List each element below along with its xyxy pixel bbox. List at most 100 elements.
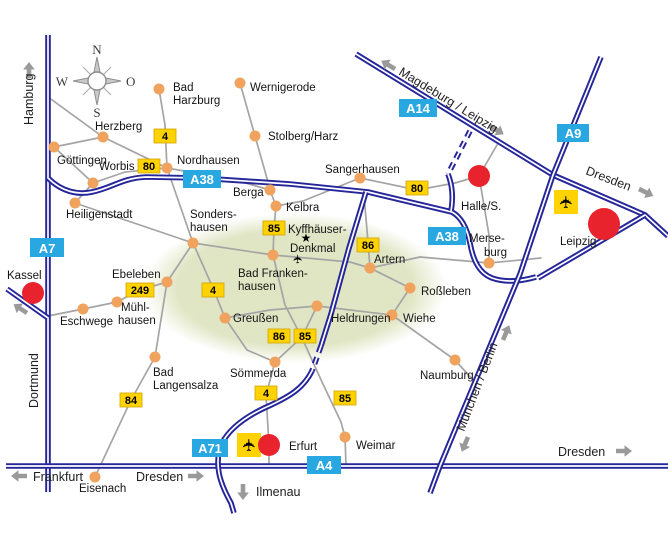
label-kyffhaeuser-1: Kyffhäuser- <box>288 224 347 236</box>
svg-text:85: 85 <box>339 393 351 405</box>
airport-erfurt: ✈ <box>237 433 261 457</box>
label-weimar: Weimar <box>356 440 396 452</box>
label-ebeleben: Ebeleben <box>112 269 161 281</box>
town-dot-eisenach <box>89 471 101 483</box>
town-dot-worbis <box>87 177 99 189</box>
badge-b86-center: 86 <box>267 328 291 344</box>
svg-text:86: 86 <box>362 240 374 252</box>
label-kyffhaeuser-2: Denkmal <box>290 243 335 255</box>
town-dot-greussen <box>219 312 231 324</box>
airport-leipzig: ✈ <box>554 190 578 214</box>
label-sondershausen-1: Sonders- <box>190 209 237 221</box>
road-badges: 4 80 80 85 86 4 249 86 <box>119 128 429 408</box>
motorway-badges: A7 A38 A38 A14 A9 A71 A4 <box>30 99 589 474</box>
label-merseburg-2: burg <box>484 247 507 259</box>
motorway-a71-north-centerline <box>320 191 367 347</box>
city-marker-leipzig <box>588 208 620 240</box>
town-dot-wernigerode <box>234 77 246 89</box>
label-sangerhausen: Sangerhausen <box>325 164 400 176</box>
svg-text:80: 80 <box>411 183 423 195</box>
town-dot-weimar <box>339 431 351 443</box>
direction-ilmenau: Ilmenau <box>256 485 301 499</box>
arrow-right-icon <box>188 470 204 482</box>
label-worbis: Worbis <box>99 161 135 173</box>
airport-badge <box>237 433 261 457</box>
road-a7-eschwege <box>47 308 84 317</box>
badge-a14: A14 <box>399 99 437 117</box>
label-heiligenstadt: Heiligenstadt <box>66 209 133 221</box>
road-b84 <box>94 356 156 478</box>
badge-b249: 249 <box>125 282 155 298</box>
road-greussen-heldrungen <box>224 305 318 319</box>
road-sangerhausen-kelbra <box>275 177 361 207</box>
motorway-a38-centerline <box>47 176 537 282</box>
label-greussen: Greußen <box>233 313 278 325</box>
road-frankenhausen-artern <box>272 254 371 269</box>
road-goettingen-herzberg <box>53 136 104 148</box>
road-heldrungen-wiehe <box>316 305 393 316</box>
label-wiehe: Wiehe <box>403 313 436 325</box>
badge-a71: A71 <box>192 439 228 457</box>
label-wernigerode: Wernigerode <box>250 82 316 94</box>
arrow-right-icon <box>616 445 632 457</box>
motorway-a14-line <box>354 51 668 239</box>
badge-b85-center: 85 <box>293 328 317 344</box>
badge-b80-west: 80 <box>137 158 161 174</box>
motorway-a143-under-construction-centerline <box>447 130 471 175</box>
town-dot-eschwege <box>77 303 89 315</box>
badge-b4-middle: 4 <box>201 282 225 298</box>
label-goettingen: Göttingen <box>57 155 107 167</box>
svg-text:85: 85 <box>299 331 311 343</box>
svg-text:A71: A71 <box>198 441 222 456</box>
compass-north-label: N <box>92 42 102 57</box>
label-kelbra: Kelbra <box>286 202 320 214</box>
svg-text:A4: A4 <box>316 458 333 473</box>
road-langensalza-ebeleben <box>154 281 168 358</box>
label-heldrungen: Heldrungen <box>331 313 390 325</box>
badge-b80-east: 80 <box>405 180 429 196</box>
compass-south-label: S <box>93 105 100 120</box>
label-muehlhausen-1: Mühl- <box>121 302 150 314</box>
direction-muenchen-berlin: München / Berlin <box>454 340 501 433</box>
label-eschwege: Eschwege <box>60 316 113 328</box>
label-bad-langensalza-1: Bad <box>153 367 173 379</box>
town-dot-sondershausen <box>187 237 199 249</box>
svg-text:4: 4 <box>210 285 217 297</box>
place-labels: Göttingen Herzberg Bad Harzburg Werniger… <box>7 82 596 495</box>
direction-dortmund: Dortmund <box>27 353 41 408</box>
road-heiligenstadt-sondershausen <box>74 202 194 244</box>
label-leipzig: Leipzig <box>560 236 596 248</box>
monument-star-icon: ★ <box>301 231 312 245</box>
town-dot-heiligenstadt <box>69 197 81 209</box>
svg-text:249: 249 <box>131 285 149 297</box>
town-dot-wiehe <box>386 309 398 321</box>
city-markers <box>22 165 620 456</box>
road-halle-merseburg <box>478 175 490 264</box>
label-bad-langensalza-2: Langensalza <box>153 380 219 392</box>
city-marker-erfurt <box>258 434 280 456</box>
label-artern: Artern <box>374 254 405 266</box>
label-halle: Halle/S. <box>461 201 501 213</box>
label-herzberg: Herzberg <box>95 121 142 133</box>
town-dot-muehlhausen <box>111 296 123 308</box>
label-sondershausen-2: hausen <box>190 222 228 234</box>
label-bad-harzburg-2: Harzburg <box>173 95 220 107</box>
arrow-down-left-icon <box>456 434 474 454</box>
road-b4-north <box>158 88 168 169</box>
town-dot-heldrungen <box>311 300 323 312</box>
label-kassel: Kassel <box>7 270 42 282</box>
svg-text:80: 80 <box>143 161 155 173</box>
badge-b85-kelbra: 85 <box>262 220 286 236</box>
label-bad-frankenhausen-2: hausen <box>238 281 276 293</box>
road-b86-artern-north <box>363 195 371 269</box>
motorway-leipzig-ring-centerline <box>537 214 646 279</box>
road-nordhausen-sondershausen <box>166 167 194 244</box>
road-ebeleben-sondershausen <box>166 242 194 283</box>
town-dots <box>48 77 495 483</box>
town-dot-sangerhausen <box>354 172 366 184</box>
arrow-down-icon <box>237 484 249 500</box>
svg-text:A38: A38 <box>190 172 214 187</box>
badge-a38-west: A38 <box>183 170 221 188</box>
